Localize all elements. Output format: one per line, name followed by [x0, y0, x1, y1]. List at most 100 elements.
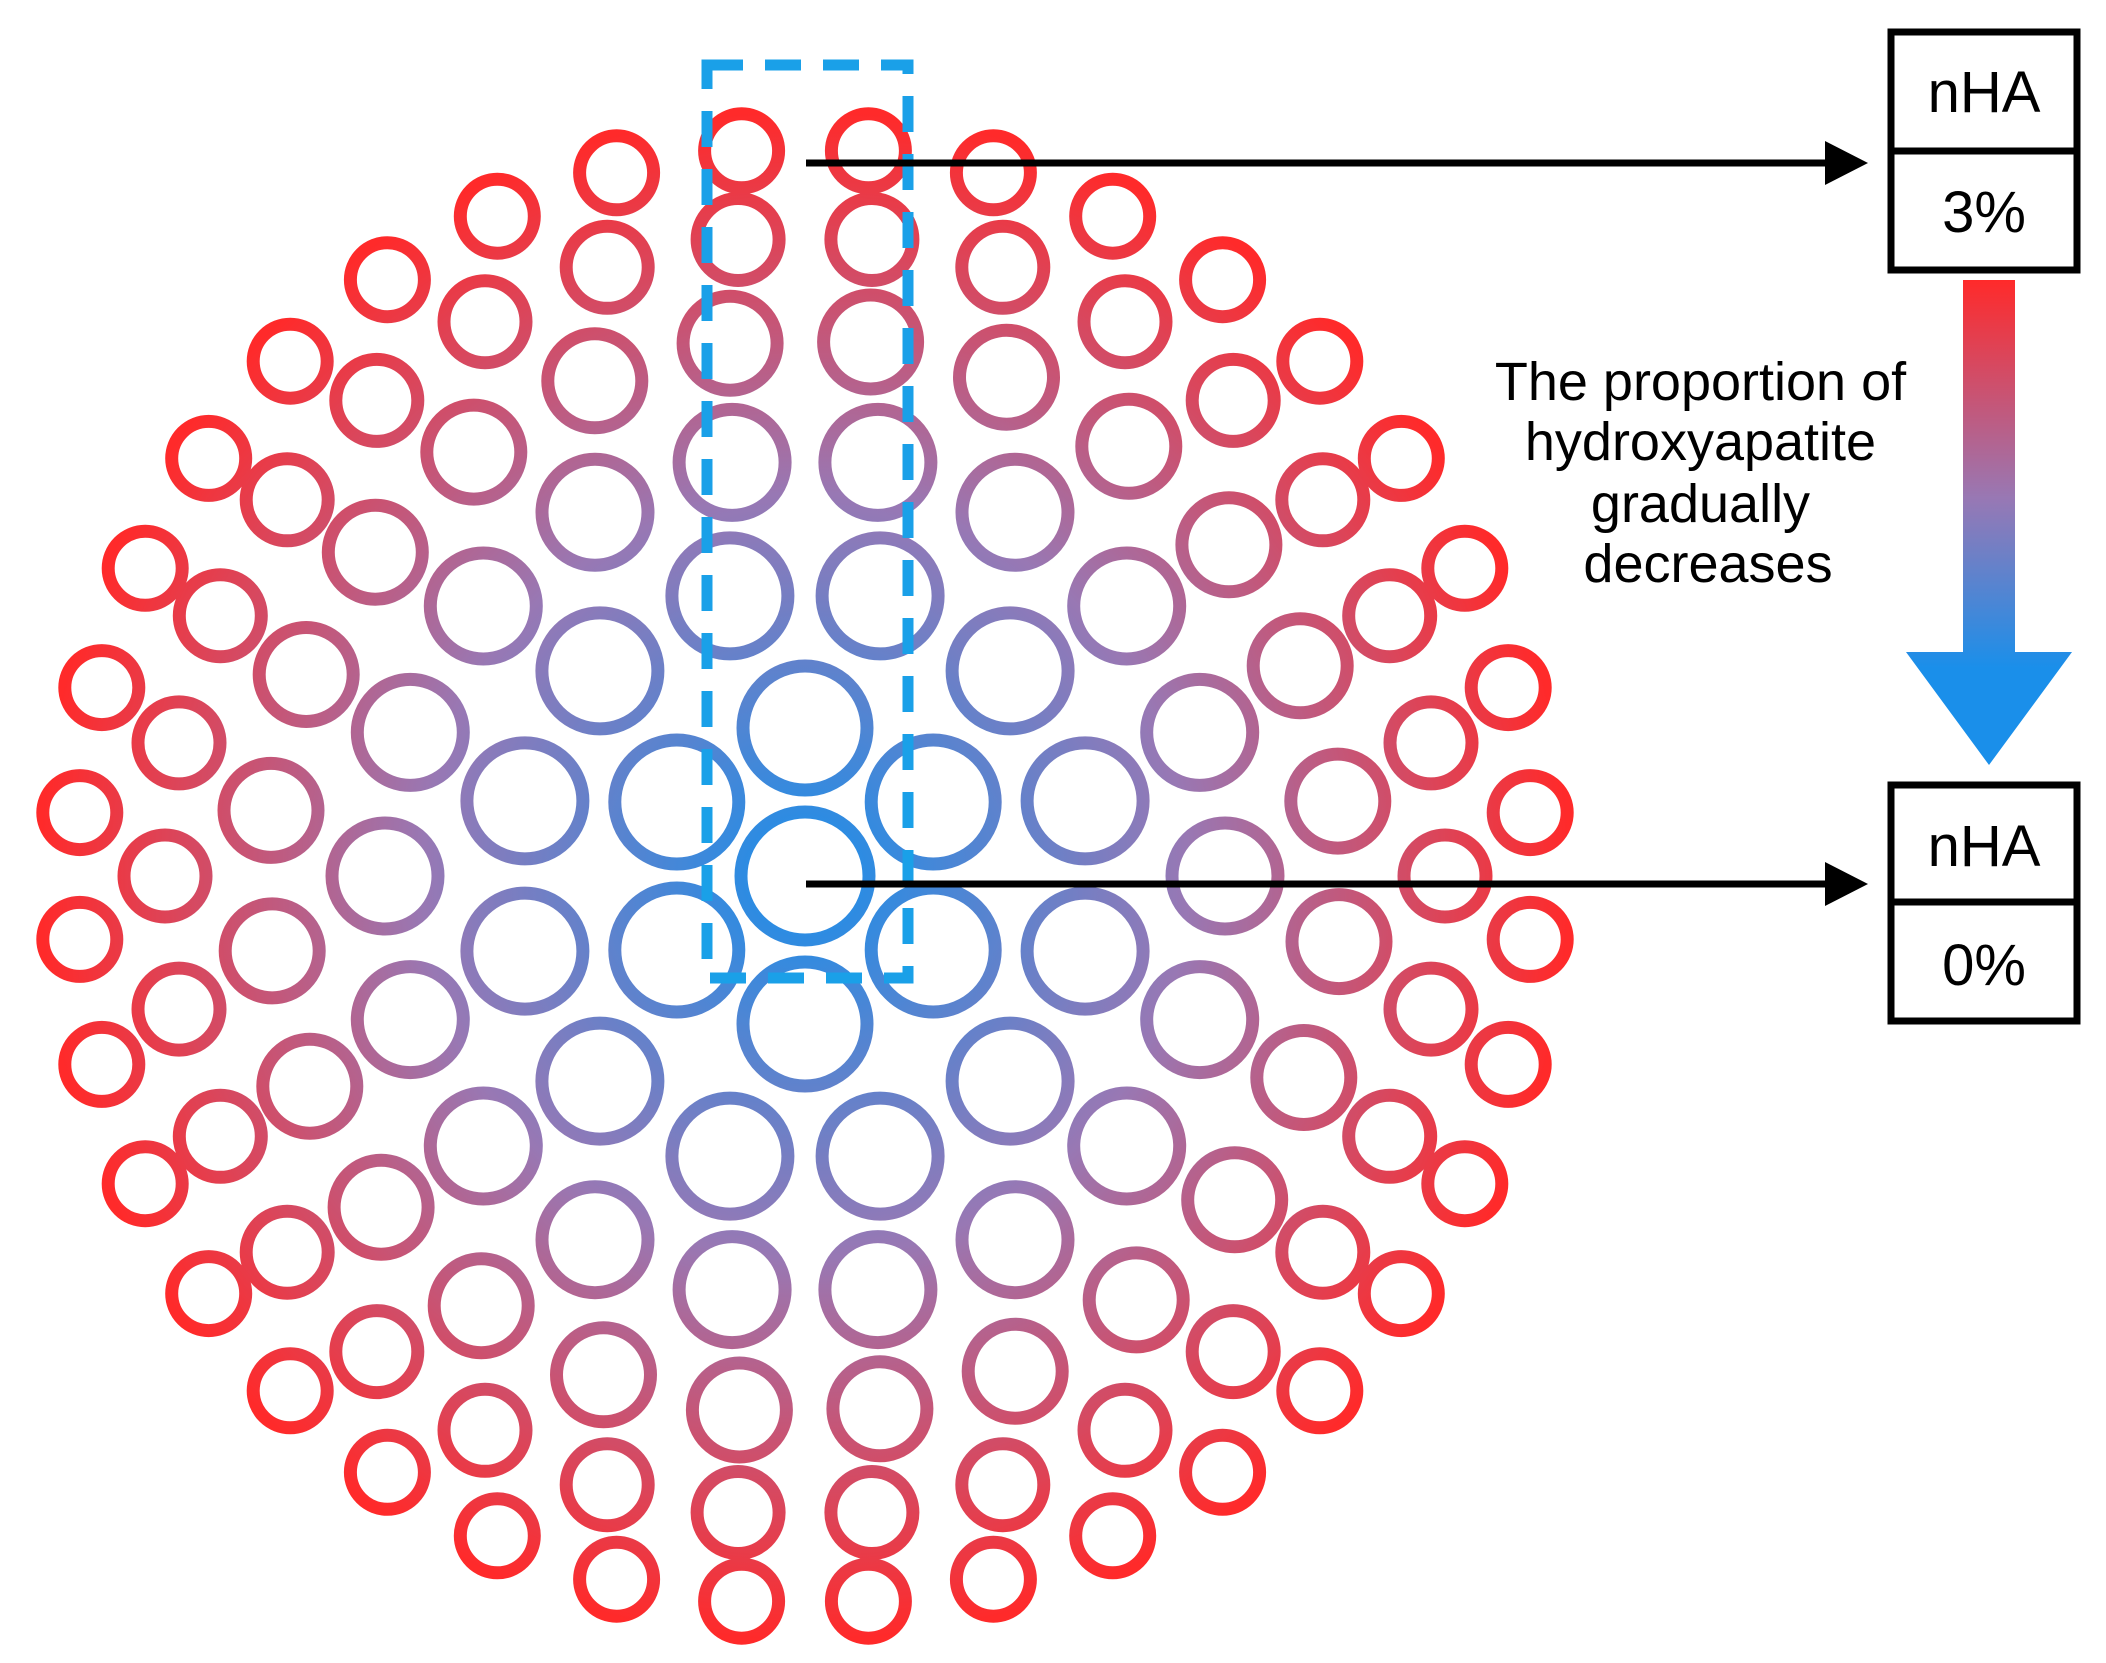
gradient-caption-line-3: gradually	[1591, 474, 1810, 534]
fiber-circle-icon	[824, 1557, 912, 1645]
fiber-circle-icon	[117, 828, 213, 924]
fiber-circle-icon	[1067, 1086, 1187, 1206]
fiber-circle-icon	[949, 1535, 1037, 1623]
fiber-circle-icon	[955, 1437, 1051, 1533]
fiber-circle-icon	[864, 881, 1002, 1019]
fiber-circle-icon	[460, 736, 590, 866]
fiber-circle-icon	[945, 1016, 1075, 1146]
scaffold-cross-section-icon	[36, 107, 1574, 1645]
fiber-circle-icon	[1077, 1382, 1173, 1478]
fiber-circle-icon	[949, 129, 1037, 217]
fiber-circle-icon	[818, 1230, 938, 1350]
fiber-circle-icon	[350, 960, 470, 1080]
fiber-circle-icon	[246, 317, 334, 405]
fiber-circle-icon	[955, 219, 1051, 315]
fiber-circle-icon	[1069, 172, 1157, 260]
fiber-circle-icon	[541, 327, 649, 435]
fiber-circle-icon	[1069, 1492, 1157, 1580]
fiber-circle-icon	[350, 672, 470, 792]
fiber-circle-icon	[427, 1252, 535, 1360]
fiber-circle-icon	[343, 236, 431, 324]
gradient-caption: The proportion of hydroxyapatite gradual…	[1495, 352, 1921, 594]
fiber-circle-icon	[736, 955, 874, 1093]
fiber-circle-icon	[329, 1304, 425, 1400]
fiber-circle-icon	[961, 1317, 1069, 1425]
fiber-circle-icon	[1250, 1024, 1358, 1131]
fiber-circle-icon	[698, 1557, 786, 1645]
fiber-circle-icon	[1275, 452, 1371, 548]
fiber-circle-icon	[1067, 546, 1187, 666]
bottom-nha-box: nHA 0%	[1887, 781, 2081, 1025]
fiber-circle-icon	[36, 895, 124, 983]
bottom-nha-value: 0%	[1942, 933, 2026, 998]
fiber-circle-icon	[1421, 524, 1509, 612]
fiber-circle-icon	[172, 1088, 268, 1184]
fiber-circle-icon	[573, 129, 661, 217]
fiber-circle-icon	[101, 1140, 189, 1228]
fiber-circle-icon	[672, 402, 792, 522]
fiber-circle-icon	[58, 1020, 146, 1108]
fiber-circle-icon	[420, 398, 528, 506]
fiber-circle-icon	[824, 107, 912, 195]
fiber-circle-icon	[734, 805, 876, 947]
fiber-circle-icon	[36, 769, 124, 857]
fiber-circle-icon	[239, 1204, 335, 1300]
fiber-circle-icon	[815, 1091, 945, 1221]
fiber-circle-icon	[535, 1016, 665, 1146]
fiber-circle-icon	[1276, 1347, 1364, 1435]
top-nha-value: 3%	[1942, 180, 2026, 245]
fiber-circle-icon	[437, 274, 533, 370]
fiber-circle-icon	[953, 323, 1060, 431]
fiber-circle-icon	[1276, 317, 1364, 405]
fiber-circle-icon	[1464, 1020, 1552, 1108]
fiber-circle-icon	[1397, 828, 1493, 924]
fiber-circle-icon	[165, 414, 253, 502]
fiber-circle-icon	[165, 1250, 253, 1338]
bottom-pointer-arrowhead	[1825, 862, 1868, 906]
fiber-circle-icon	[559, 219, 655, 315]
fiber-circle-icon	[824, 1465, 920, 1560]
fiber-circle-icon	[817, 288, 925, 396]
fiber-circle-icon	[1383, 961, 1479, 1057]
fiber-circle-icon	[1185, 1304, 1281, 1400]
fiber-circle-icon	[1140, 672, 1260, 792]
fiber-circle-icon	[1175, 491, 1283, 599]
top-pointer-arrowhead	[1825, 141, 1868, 185]
fiber-circle-icon	[1075, 392, 1183, 500]
fiber-circle-icon	[218, 897, 326, 1005]
fiber-circle-icon	[690, 1465, 786, 1560]
gradient-caption-line-2: hydroxyapatite	[1525, 412, 1876, 472]
fiber-circle-icon	[736, 659, 874, 797]
fiber-circle-icon	[217, 756, 325, 864]
fiber-circle-icon	[672, 1230, 792, 1350]
fiber-circle-icon	[945, 606, 1075, 736]
fiber-circle-icon	[815, 531, 945, 661]
gradient-caption-line-4: decreases	[1583, 534, 1832, 594]
fiber-circle-icon	[453, 1492, 541, 1580]
fiber-circle-icon	[1275, 1204, 1371, 1300]
fiber-circle-icon	[1179, 1428, 1267, 1516]
fiber-circle-icon	[573, 1535, 661, 1623]
fiber-circle-icon	[131, 695, 227, 791]
fiber-circle-icon	[1181, 1146, 1289, 1254]
top-pointer-arrow	[806, 141, 1868, 185]
fiber-circle-icon	[1284, 747, 1392, 855]
fiber-circle-icon	[1020, 886, 1150, 1016]
gradient-caption-line-1: The proportion of	[1495, 352, 1907, 412]
fiber-circle-icon	[343, 1428, 431, 1516]
fiber-circle-icon	[608, 733, 746, 871]
fiber-circle-icon	[252, 621, 360, 728]
fiber-circle-icon	[535, 1180, 655, 1300]
top-nha-box: nHA 3%	[1887, 28, 2081, 274]
fiber-circle-icon	[1357, 414, 1445, 502]
fiber-circle-icon	[1486, 895, 1574, 983]
fiber-circle-icon	[246, 1347, 334, 1435]
fiber-circle-icon	[1342, 1088, 1438, 1184]
fiber-circle-icon	[101, 524, 189, 612]
fiber-circle-icon	[955, 452, 1075, 572]
fiber-circle-icon	[1342, 568, 1438, 664]
fiber-circle-icon	[559, 1437, 655, 1533]
fiber-circle-icon	[685, 1356, 793, 1464]
bottom-nha-name: nHA	[1928, 814, 2041, 879]
